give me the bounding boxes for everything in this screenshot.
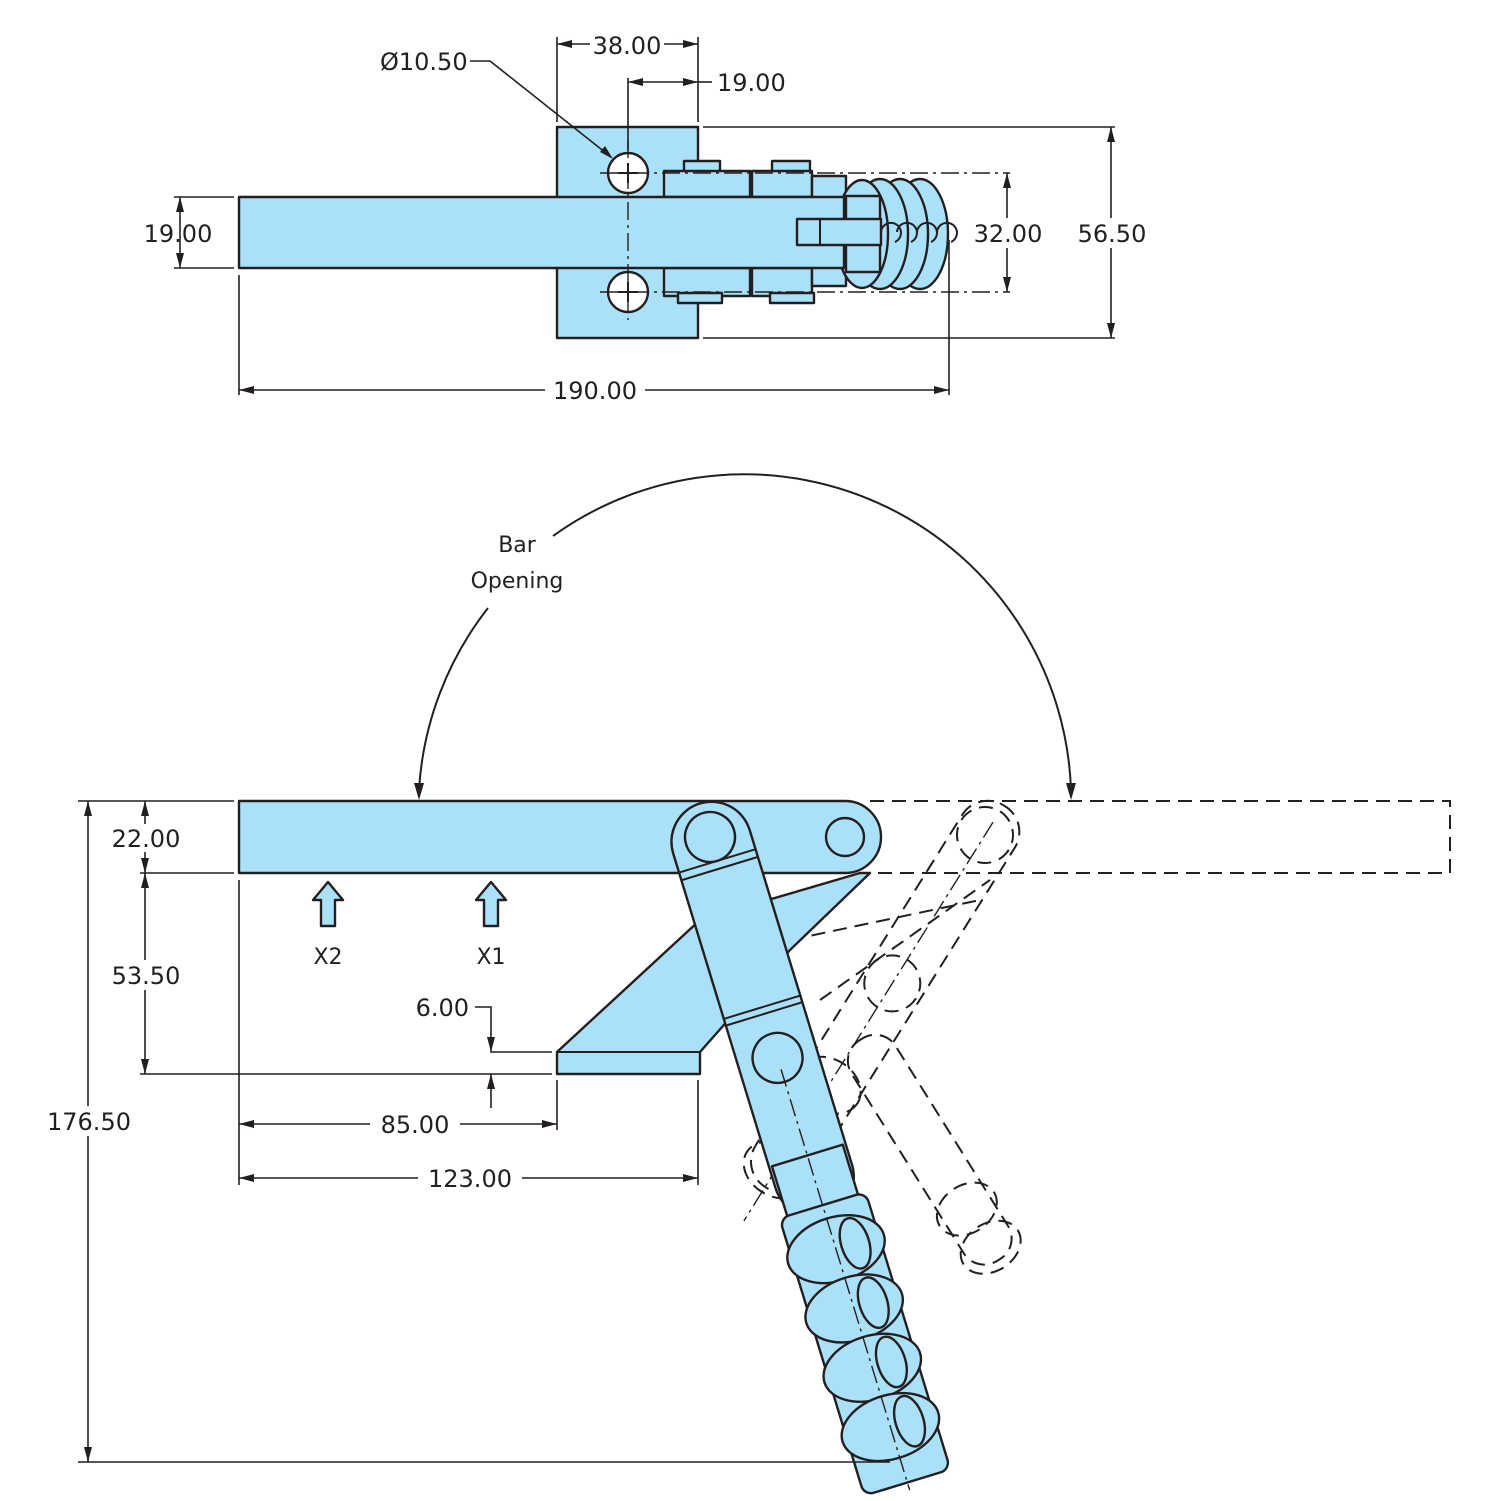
force-arrow-x1: X1: [474, 880, 508, 970]
side-view: Bar Opening: [44, 473, 1451, 1495]
side-handle-assembly: [670, 800, 950, 1495]
top-view: 38.00 19.00 Ø10.50 19.00 32.00 56.50: [144, 32, 1149, 405]
force-label-x2: X2: [313, 945, 342, 970]
dim-hole-spacing: 32.00: [974, 220, 1043, 248]
dim-top-19-offset: 19.00: [717, 69, 786, 97]
dim-bar-width: 19.00: [144, 220, 213, 248]
dim-bar-height: 22.00: [112, 825, 181, 853]
top-hold-down-bar: [237, 195, 846, 270]
dim-overall-length: 190.00: [553, 377, 637, 405]
arc-label-bar: Bar: [498, 533, 537, 558]
dim-base-thickness: 6.00: [416, 994, 469, 1022]
side-hold-down-bar: [237, 799, 883, 875]
dim-base-depth: 56.50: [1078, 220, 1147, 248]
bar-pivot: [824, 816, 866, 858]
dim-hole-diameter: Ø10.50: [380, 48, 468, 76]
arc-label-opening: Opening: [471, 569, 564, 594]
dim-top-38: 38.00: [593, 32, 662, 60]
force-label-x1: X1: [476, 945, 505, 970]
handle-pivot-top: [683, 810, 737, 864]
dim-base-offset: 85.00: [381, 1111, 450, 1139]
bar-opening-arc: [552, 473, 1072, 791]
force-arrow-x2: X2: [311, 880, 345, 970]
dim-bar-to-base: 53.50: [112, 962, 181, 990]
dim-overall-height: 176.50: [47, 1108, 131, 1136]
dim-base-end: 123.00: [428, 1165, 512, 1193]
